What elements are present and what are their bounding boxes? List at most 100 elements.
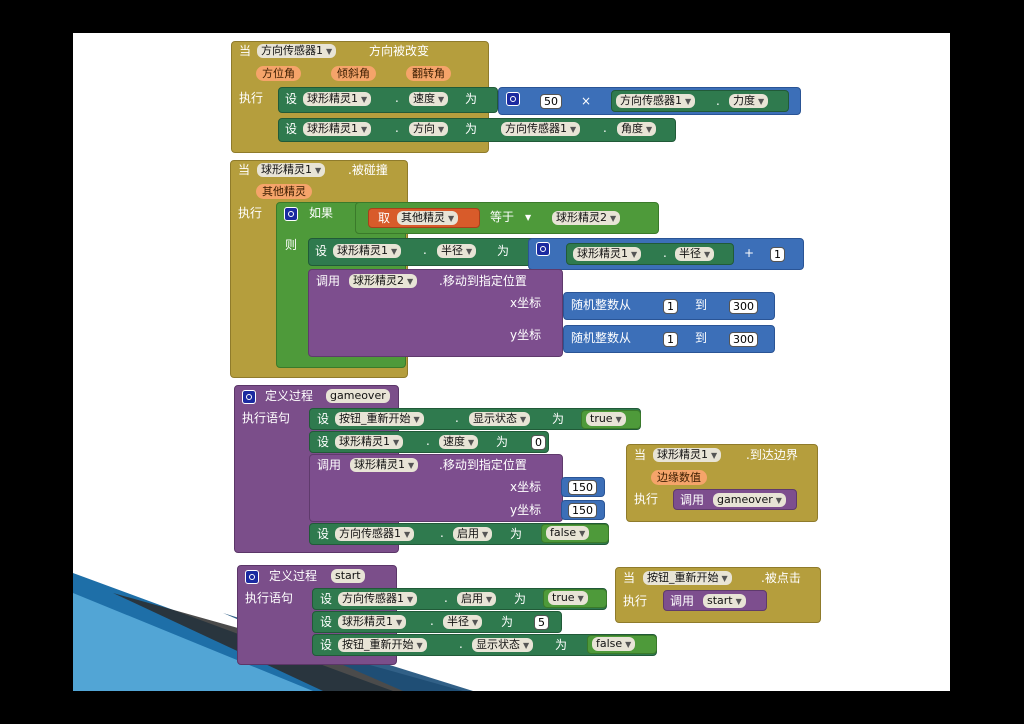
param-roll[interactable]: 翻转角 bbox=[406, 66, 451, 81]
y-coordinate-label: y坐标 bbox=[510, 503, 542, 517]
sprite-component-dropdown[interactable]: 球形精灵1▼ bbox=[303, 92, 372, 106]
do-label: 执行 bbox=[239, 91, 264, 105]
sprite-component-dropdown[interactable]: 球形精灵1▼ bbox=[573, 247, 642, 261]
slide-canvas: 当 方向传感器1▼ 方向被改变 方位角 倾斜角 翻转角 执行 设 球形精灵1▼ … bbox=[73, 33, 950, 691]
param-edge[interactable]: 边缘数值 bbox=[651, 470, 707, 485]
number-5[interactable]: 5 bbox=[534, 615, 549, 630]
sensor-dropdown[interactable]: 方向传感器1▼ bbox=[616, 94, 696, 108]
when-label: 当 bbox=[238, 163, 251, 177]
dot-label: . bbox=[395, 121, 399, 135]
sprite-component-dropdown[interactable]: 球形精灵1▼ bbox=[333, 244, 402, 258]
sprite-component-dropdown[interactable]: 球形精灵1▼ bbox=[350, 458, 419, 472]
sensor-dropdown[interactable]: 方向传感器1▼ bbox=[501, 122, 581, 136]
procedure-name-field[interactable]: start bbox=[331, 569, 365, 583]
do-label: 执行 bbox=[623, 594, 648, 608]
magnitude-property-dropdown[interactable]: 力度▼ bbox=[729, 94, 769, 108]
times-label: × bbox=[581, 94, 592, 108]
speed-property-dropdown[interactable]: 速度▼ bbox=[409, 92, 449, 106]
param-azimuth[interactable]: 方位角 bbox=[256, 66, 301, 81]
set-label: 设 bbox=[320, 638, 333, 652]
enabled-property-dropdown[interactable]: 启用▼ bbox=[457, 592, 497, 606]
gear-icon[interactable] bbox=[506, 92, 520, 106]
radius-property-dropdown[interactable]: 半径▼ bbox=[437, 244, 477, 258]
dot-label: . bbox=[459, 637, 463, 651]
radius-property-dropdown[interactable]: 半径▼ bbox=[675, 247, 715, 261]
set-label: 设 bbox=[317, 435, 330, 449]
chevron-down-icon: ▼ bbox=[315, 166, 322, 175]
param-other-sprite[interactable]: 其他精灵 bbox=[256, 184, 312, 199]
radius-property-dropdown[interactable]: 半径▼ bbox=[443, 615, 483, 629]
sensor-component-dropdown[interactable]: 方向传感器1▼ bbox=[335, 527, 415, 541]
gameover-procedure-dropdown[interactable]: gameover▼ bbox=[713, 493, 786, 507]
sprite2-component-dropdown[interactable]: 球形精灵2▼ bbox=[349, 274, 418, 288]
speed-property-dropdown[interactable]: 速度▼ bbox=[439, 435, 479, 449]
gear-icon[interactable] bbox=[536, 242, 550, 256]
variable-dropdown[interactable]: 其他精灵▼ bbox=[397, 211, 459, 225]
true-dropdown[interactable]: true▼ bbox=[548, 591, 588, 605]
number-50[interactable]: 50 bbox=[540, 94, 562, 109]
set-label: 设 bbox=[317, 527, 330, 541]
to-label: 为 bbox=[510, 527, 523, 541]
set-sprite-radius-block[interactable] bbox=[308, 238, 538, 266]
moveto-method-label: .移动到指定位置 bbox=[439, 274, 527, 288]
chevron-down-icon: ▼ bbox=[523, 641, 530, 650]
random-max-x[interactable]: 300 bbox=[729, 299, 758, 314]
number-0[interactable]: 0 bbox=[531, 435, 546, 450]
angle-property-dropdown[interactable]: 角度▼ bbox=[617, 122, 657, 136]
button-component-dropdown[interactable]: 按钮_重新开始▼ bbox=[643, 571, 732, 585]
gear-icon[interactable] bbox=[284, 207, 298, 221]
dot-label: . bbox=[603, 121, 607, 135]
random-min-y[interactable]: 1 bbox=[663, 332, 678, 347]
heading-property-dropdown[interactable]: 方向▼ bbox=[409, 122, 449, 136]
chevron-down-icon: ▼ bbox=[486, 595, 493, 604]
random-min-x[interactable]: 1 bbox=[663, 299, 678, 314]
random-max-y[interactable]: 300 bbox=[729, 332, 758, 347]
to-label: 为 bbox=[465, 92, 478, 106]
enabled-property-dropdown[interactable]: 启用▼ bbox=[453, 527, 493, 541]
set-label: 设 bbox=[320, 592, 333, 606]
button-component-dropdown[interactable]: 按钮_重新开始▼ bbox=[338, 638, 427, 652]
sprite-component-dropdown[interactable]: 球形精灵1▼ bbox=[257, 163, 326, 177]
chevron-down-icon: ▼ bbox=[579, 529, 586, 538]
dot-label: . bbox=[444, 591, 448, 605]
chevron-down-icon: ▼ bbox=[404, 530, 411, 539]
event-name: .被点击 bbox=[761, 571, 801, 585]
define-procedure-label: 定义过程 bbox=[265, 389, 314, 403]
chevron-down-icon: ▼ bbox=[326, 47, 333, 56]
number-150-y[interactable]: 150 bbox=[568, 503, 597, 518]
call-label: 调用 bbox=[670, 594, 695, 608]
visible-property-dropdown[interactable]: 显示状态▼ bbox=[469, 412, 531, 426]
sprite-component-dropdown[interactable]: 球形精灵1▼ bbox=[653, 448, 722, 462]
sprite-component-dropdown[interactable]: 球形精灵1▼ bbox=[303, 122, 372, 136]
sprite2-component-dropdown[interactable]: 球形精灵2▼ bbox=[552, 211, 621, 225]
dot-label: . bbox=[663, 246, 667, 260]
number-1[interactable]: 1 bbox=[770, 247, 785, 262]
sprite-component-dropdown[interactable]: 球形精灵1▼ bbox=[335, 435, 404, 449]
param-pitch[interactable]: 倾斜角 bbox=[331, 66, 376, 81]
button-component-dropdown[interactable]: 按钮_重新开始▼ bbox=[335, 412, 424, 426]
then-label: 则 bbox=[285, 238, 298, 252]
false-dropdown[interactable]: false▼ bbox=[592, 637, 636, 651]
chevron-down-icon: ▼ bbox=[704, 250, 711, 259]
chevron-down-icon: ▼ bbox=[685, 97, 692, 106]
when-label: 当 bbox=[623, 571, 636, 585]
set-sprite-speed-block[interactable] bbox=[278, 87, 498, 113]
sensor-component-dropdown[interactable]: 方向传感器1▼ bbox=[257, 44, 337, 58]
chevron-down-icon[interactable]: ▼ bbox=[525, 213, 532, 222]
sensor-component-dropdown[interactable]: 方向传感器1▼ bbox=[338, 592, 418, 606]
chevron-down-icon: ▼ bbox=[408, 461, 415, 470]
chevron-down-icon: ▼ bbox=[466, 247, 473, 256]
true-dropdown[interactable]: true▼ bbox=[586, 412, 626, 426]
x-coordinate-label: x坐标 bbox=[510, 480, 542, 494]
dot-label: . bbox=[430, 614, 434, 628]
gear-icon[interactable] bbox=[245, 570, 259, 584]
procedure-name-field[interactable]: gameover bbox=[326, 389, 390, 403]
gear-icon[interactable] bbox=[242, 390, 256, 404]
start-procedure-dropdown[interactable]: start▼ bbox=[703, 594, 746, 608]
chevron-down-icon: ▼ bbox=[448, 214, 455, 223]
sprite-component-dropdown[interactable]: 球形精灵1▼ bbox=[338, 615, 407, 629]
false-dropdown[interactable]: false▼ bbox=[546, 526, 590, 540]
visible-property-dropdown[interactable]: 显示状态▼ bbox=[472, 638, 534, 652]
call-label: 调用 bbox=[680, 493, 705, 507]
number-150-x[interactable]: 150 bbox=[568, 480, 597, 495]
